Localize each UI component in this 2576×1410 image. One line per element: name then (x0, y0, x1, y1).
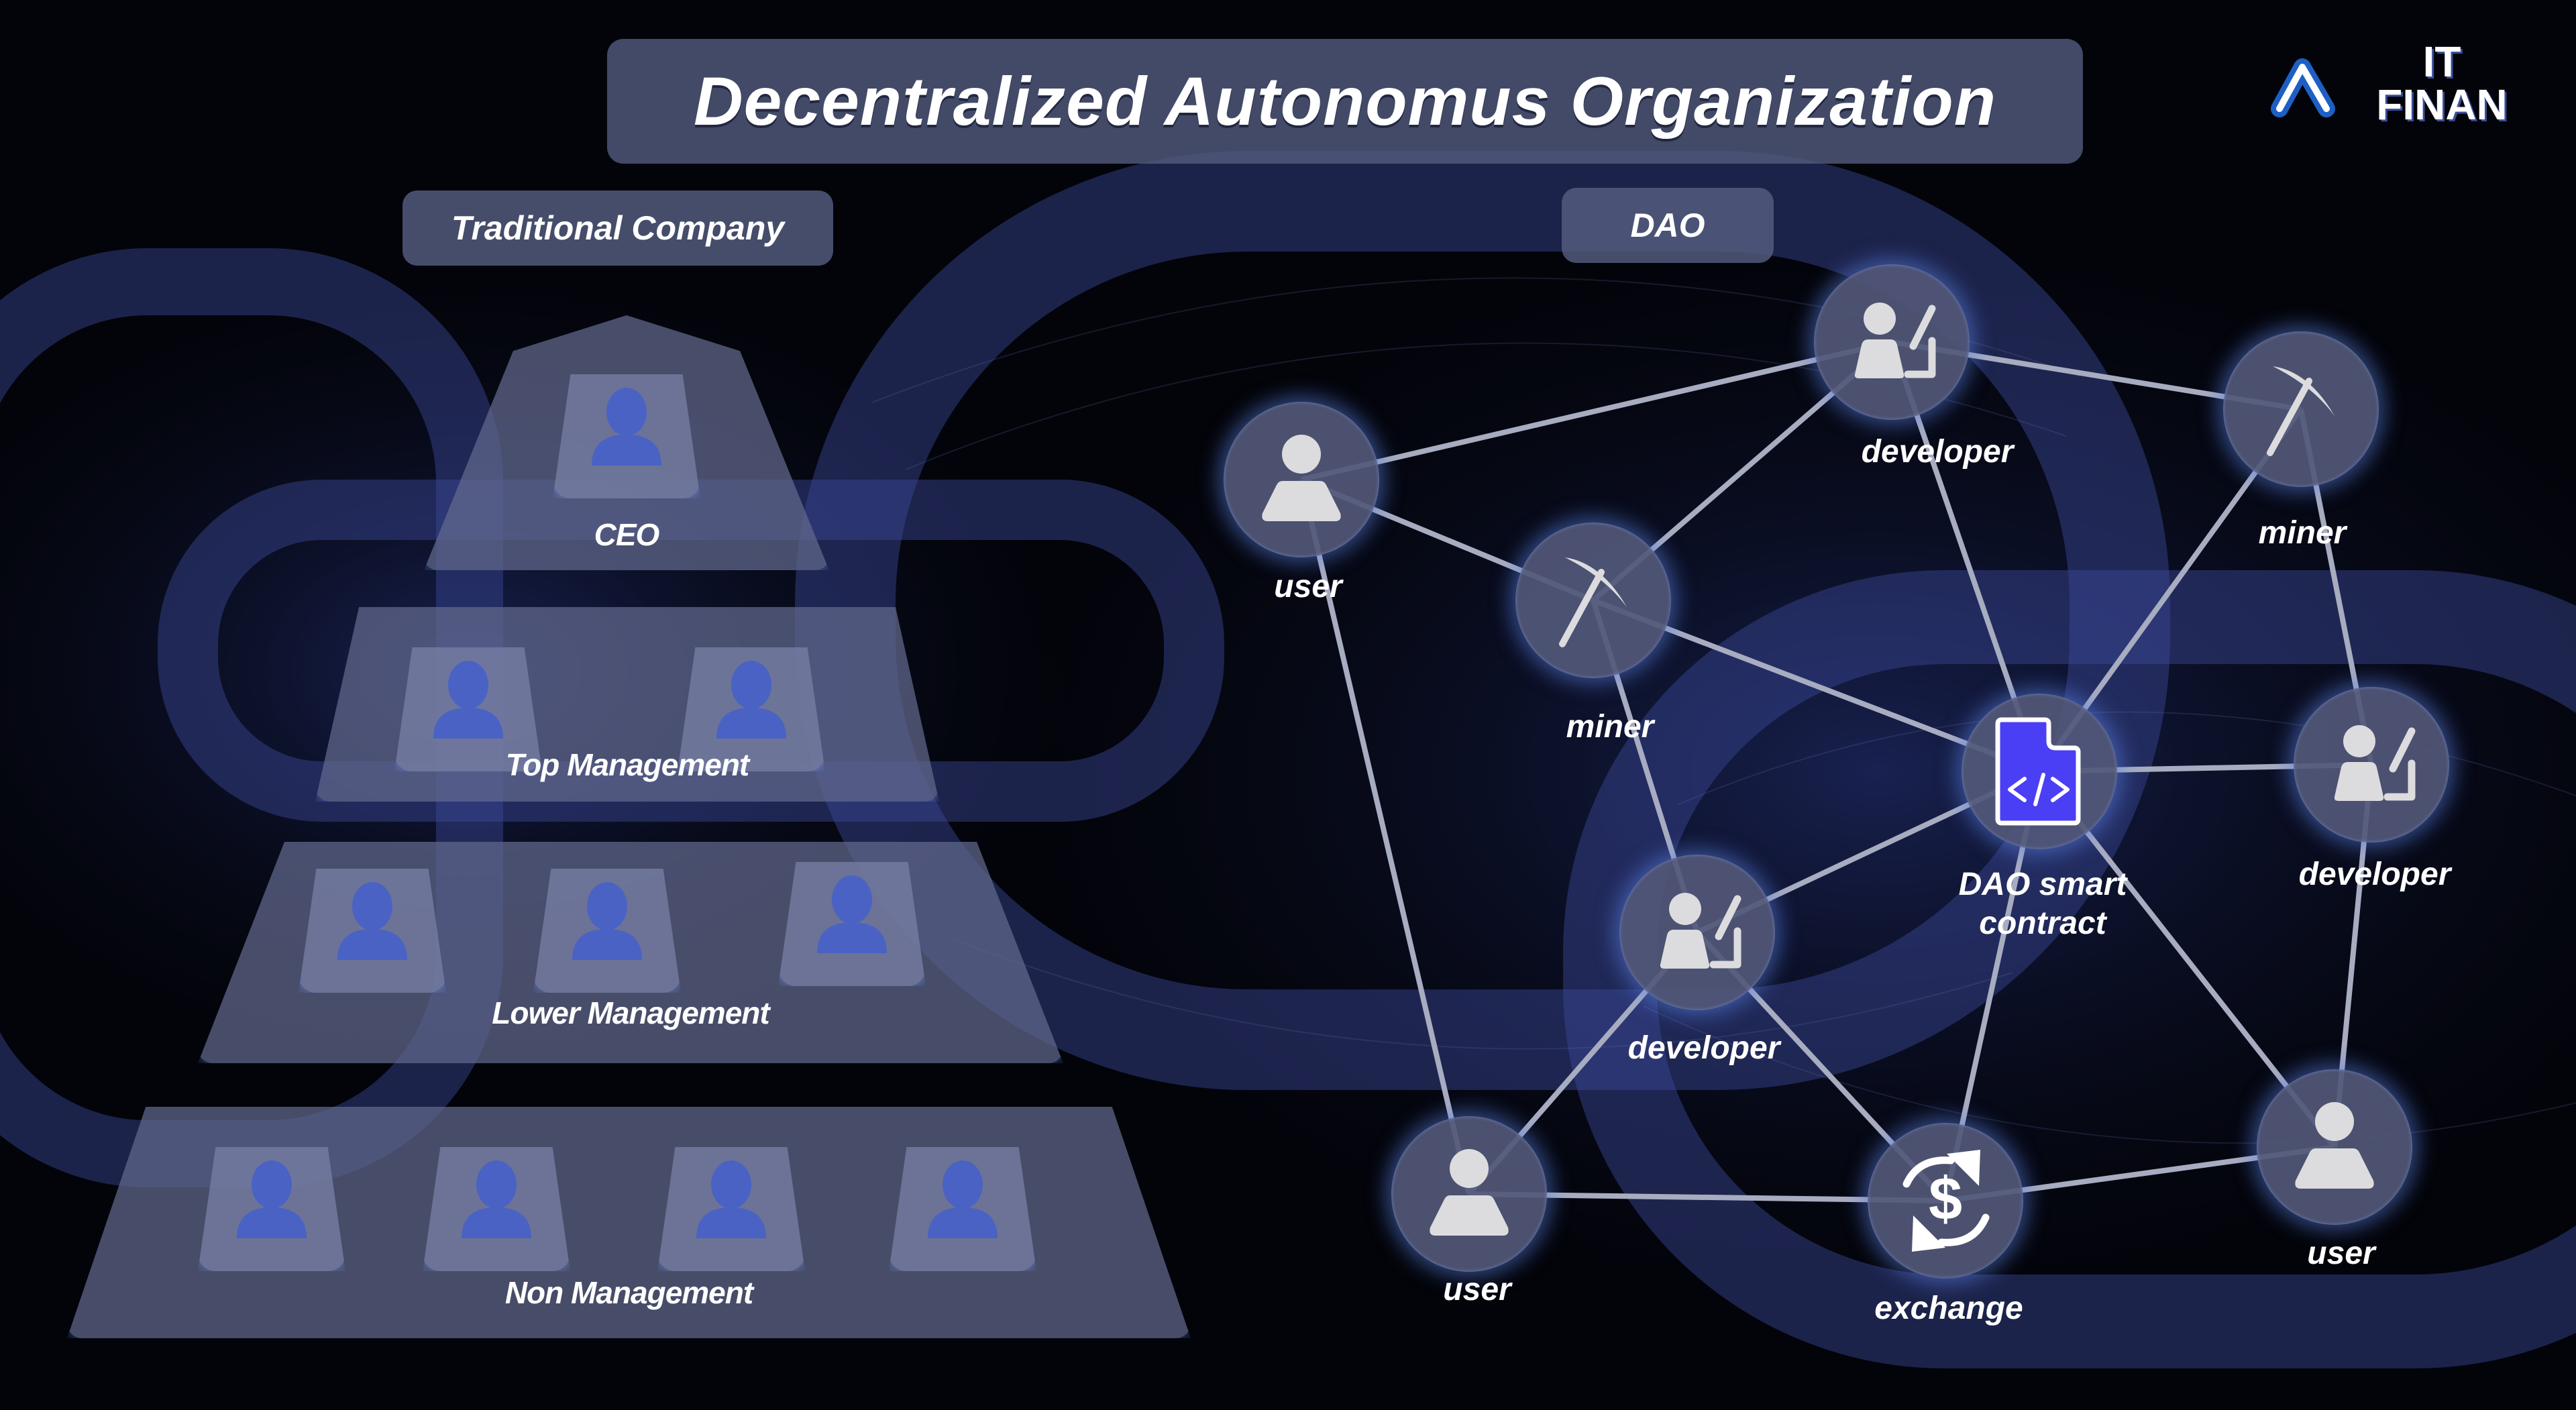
code-file-icon (1995, 717, 2081, 826)
page-title: Decentralized Autonomus Organization (693, 62, 1997, 140)
user-icon (1262, 435, 1341, 521)
tier-non-management: Non Management (67, 1107, 1191, 1338)
dollar-exchange-icon: $ (1902, 1150, 1990, 1252)
title-banner: Decentralized Autonomus Organization (607, 39, 2083, 164)
logo-line-1: IT (2422, 38, 2461, 86)
person-icon (592, 388, 661, 466)
node-user[interactable] (1224, 402, 1379, 557)
person-seat (657, 1147, 805, 1271)
it-finan-logo: IT FINAN (2264, 40, 2532, 134)
person-seat (678, 647, 825, 771)
person-icon (462, 1160, 531, 1238)
node-label-user: user (2307, 1236, 2375, 1271)
node-label-developer: developer (2298, 857, 2451, 892)
chevron-a-logo-icon (2271, 58, 2335, 117)
person-seat (299, 869, 446, 993)
tier-label-ceo: CEO (594, 517, 660, 552)
node-label-dao-smart-contract: DAO smart contract (1959, 865, 2127, 943)
person-seat (553, 374, 700, 498)
node-label-developer: developer (1627, 1030, 1780, 1066)
traditional-company-heading: Traditional Company (402, 191, 833, 266)
tier-top-management: Top Management (315, 607, 939, 802)
tier-label-non-management: Non Management (504, 1275, 753, 1310)
tier-lower-management: Lower Management (198, 842, 1063, 1063)
person-icon (696, 1160, 766, 1238)
node-label-user: user (1274, 569, 1342, 604)
dao-heading: DAO (1562, 188, 1774, 263)
tier-label-lower-management: Lower Management (492, 995, 769, 1030)
traditional-company-label: Traditional Company (451, 209, 785, 247)
person-seat (198, 1147, 345, 1271)
node-label-developer: developer (1861, 434, 2014, 470)
node-miner[interactable] (2223, 331, 2379, 487)
dao-label: DAO (1630, 207, 1705, 244)
node-dao-smart-contract[interactable] (1962, 694, 2117, 849)
person-icon (237, 1160, 307, 1238)
node-developer[interactable] (2294, 687, 2449, 843)
pickaxe-icon (2267, 366, 2334, 456)
node-developer[interactable] (1619, 855, 1775, 1010)
svg-text:$: $ (1929, 1166, 1962, 1233)
contract-label-line-1: DAO smart (1958, 867, 2127, 902)
node-developer[interactable] (1814, 264, 1970, 420)
person-icon (817, 875, 887, 953)
node-user[interactable] (1391, 1116, 1547, 1272)
node-label-miner: miner (1566, 709, 1654, 745)
person-seat (533, 869, 681, 993)
logo-line-2: FINAN (2376, 80, 2508, 129)
node-label-exchange: exchange (1874, 1291, 2023, 1326)
node-user[interactable] (2257, 1069, 2412, 1225)
person-icon (433, 661, 503, 739)
person-seat (778, 862, 926, 986)
user-icon (2295, 1102, 2374, 1189)
user-icon (1430, 1149, 1509, 1236)
person-icon (337, 882, 407, 960)
pickaxe-icon (1559, 557, 1627, 647)
node-miner[interactable] (1515, 523, 1671, 678)
person-seat (423, 1147, 570, 1271)
contract-label-line-2: contract (1979, 906, 2106, 941)
node-exchange[interactable]: $ (1868, 1123, 2023, 1279)
person-icon (928, 1160, 998, 1238)
person-seat (889, 1147, 1036, 1271)
tier-label-top-management: Top Management (505, 747, 750, 782)
node-label-miner: miner (2258, 515, 2347, 551)
person-icon (716, 661, 786, 739)
person-seat (394, 647, 542, 771)
developer-icon (2334, 725, 2416, 801)
logo-wordmark: IT FINAN (2358, 40, 2526, 126)
developer-icon (1854, 303, 1936, 378)
developer-icon (1660, 893, 1741, 969)
person-icon (572, 882, 642, 960)
node-label-user: user (1443, 1272, 1511, 1307)
